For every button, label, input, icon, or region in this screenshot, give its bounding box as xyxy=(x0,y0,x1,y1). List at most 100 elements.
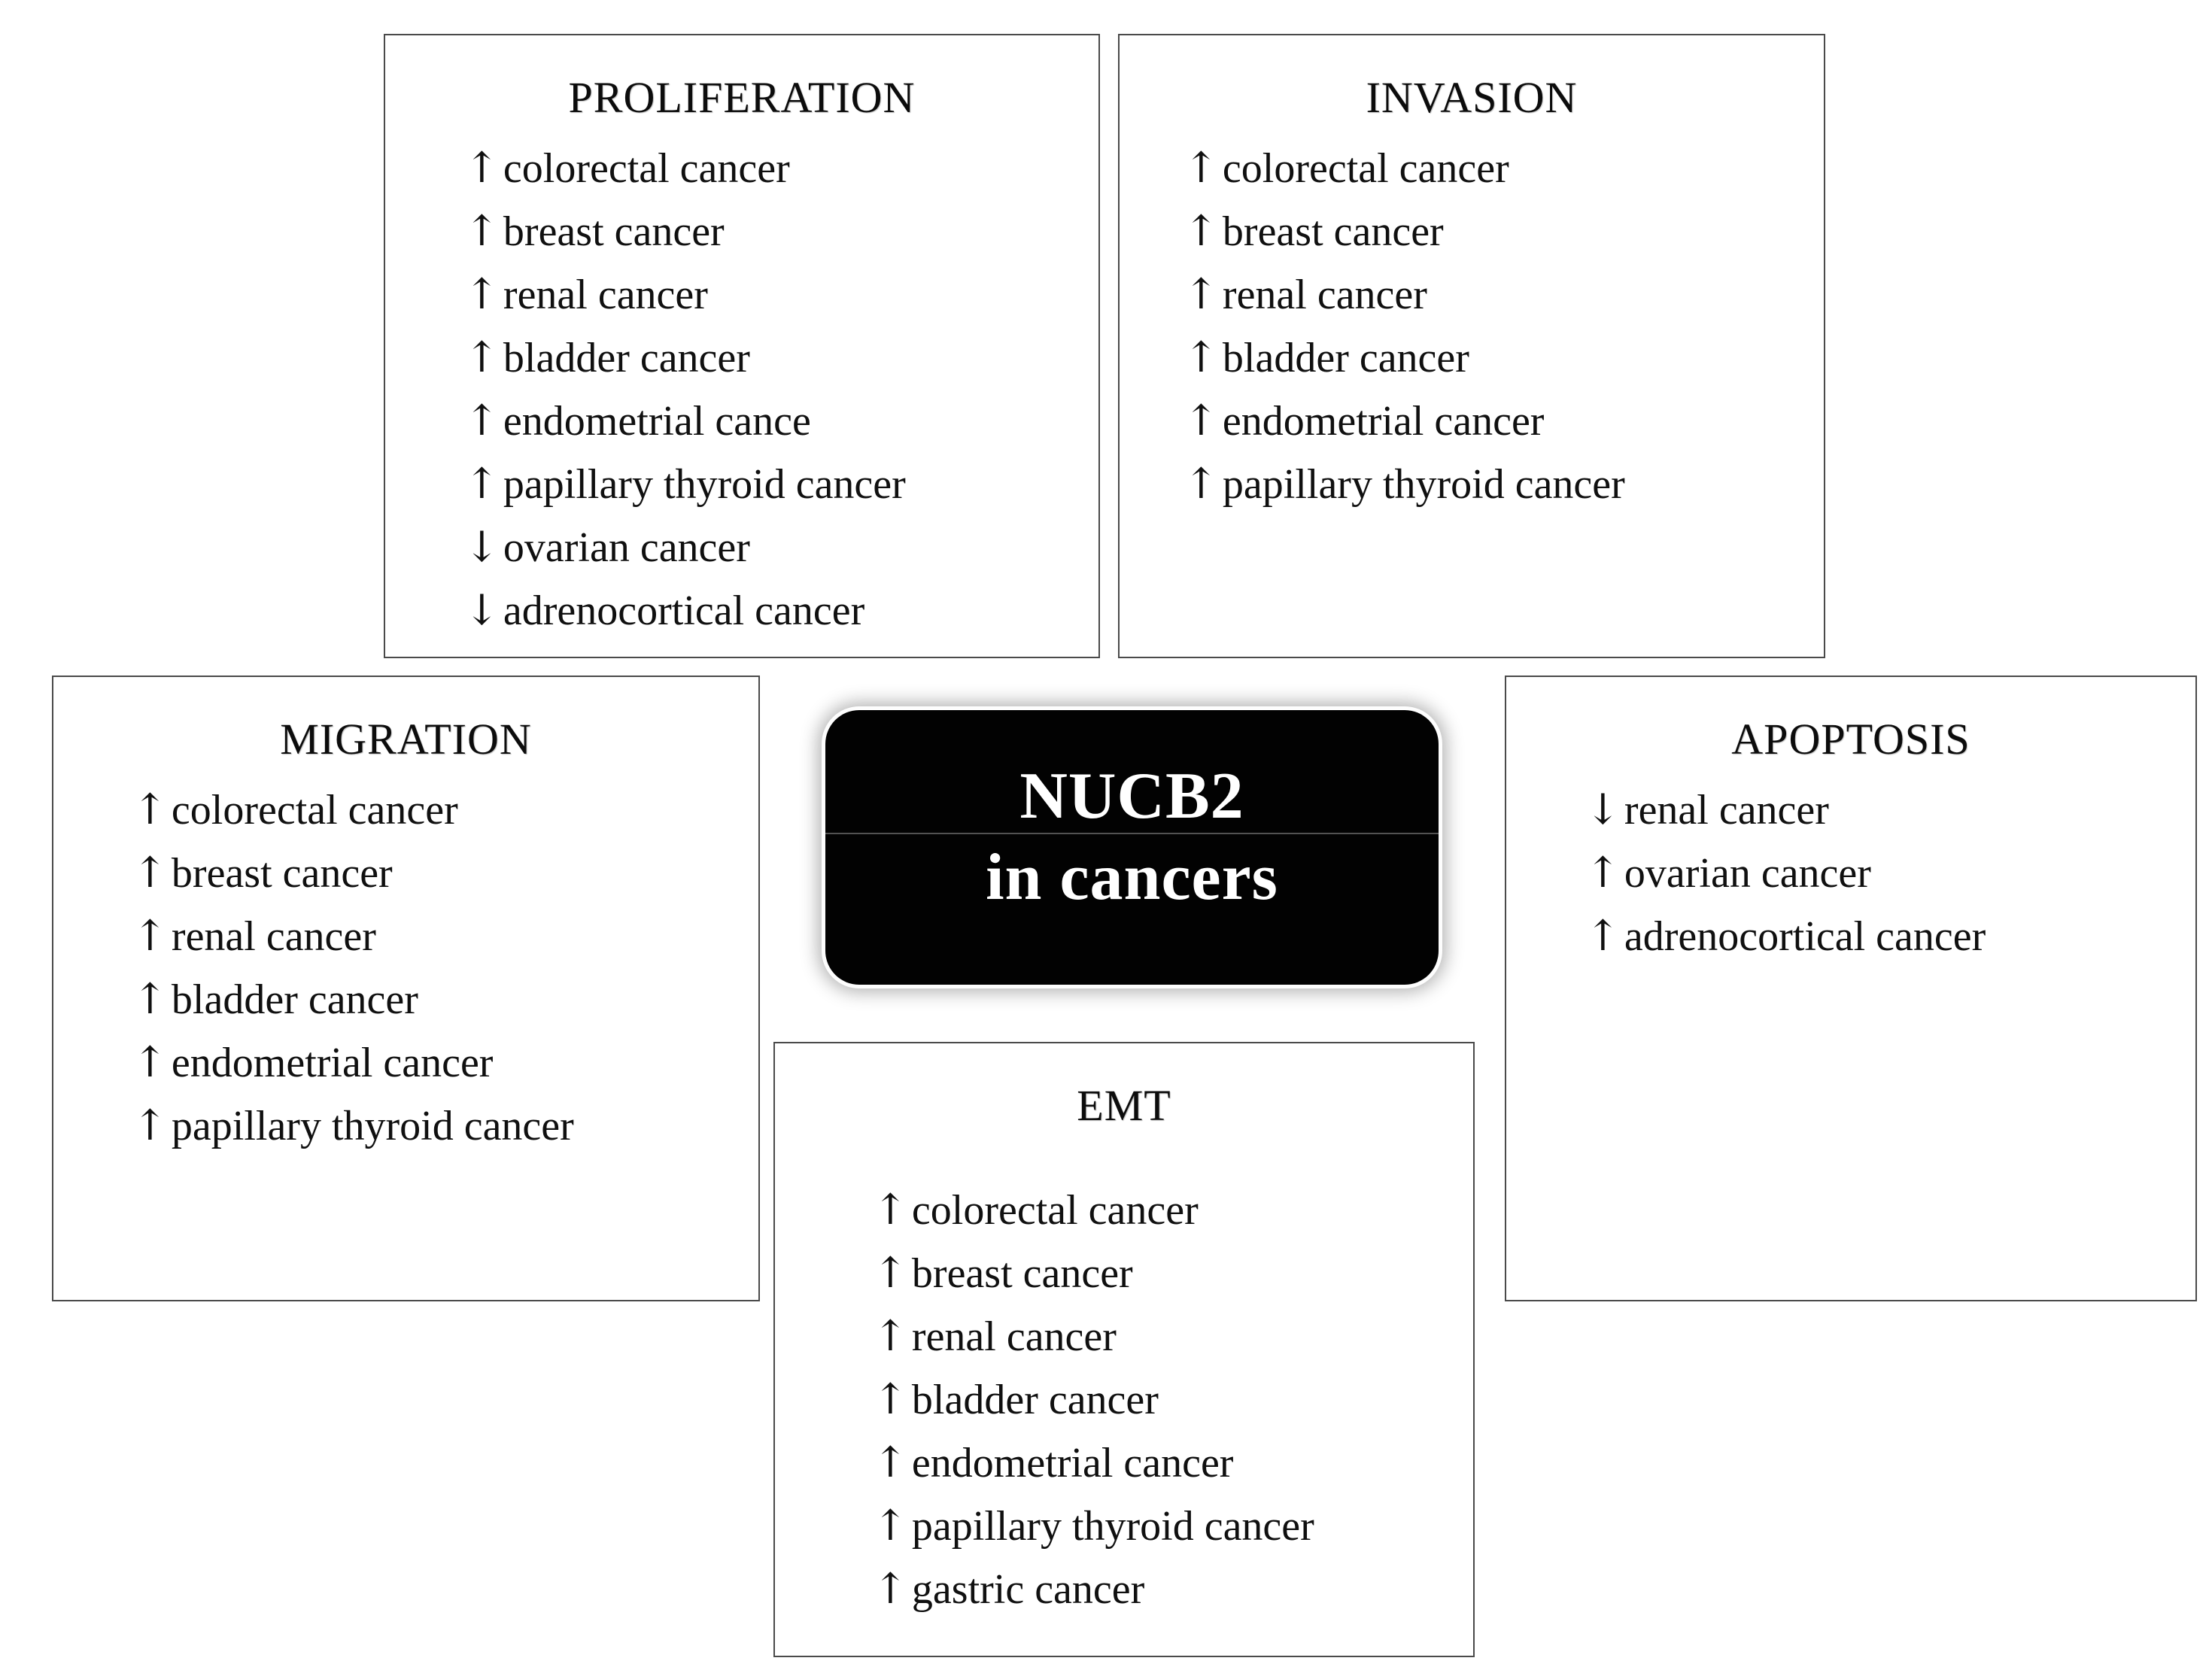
down-arrow-icon: ↓ xyxy=(464,586,500,635)
cancer-label: endometrial cancer xyxy=(911,1440,1234,1486)
cancer-item: ↓adrenocortical cancer xyxy=(464,579,1068,642)
up-arrow-icon: ↑ xyxy=(464,333,500,382)
cancer-label: colorectal cancer xyxy=(911,1187,1199,1234)
cancer-label: adrenocortical cancer xyxy=(1624,913,1986,960)
panel-migration: MIGRATION ↑colorectal cancer↑breast canc… xyxy=(52,676,760,1301)
cancer-label: bladder cancer xyxy=(911,1377,1159,1423)
cancer-item: ↑colorectal cancer xyxy=(1183,137,1794,200)
up-arrow-icon: ↑ xyxy=(464,207,500,256)
cancer-list-apoptosis: ↓renal cancer↑ovarian cancer↑adrenocorti… xyxy=(1506,779,2195,968)
panel-proliferation-title: PROLIFERATION xyxy=(568,73,916,122)
up-arrow-icon: ↑ xyxy=(873,1565,908,1614)
up-arrow-icon: ↑ xyxy=(873,1312,908,1361)
cancer-label: breast cancer xyxy=(503,208,725,255)
cancer-item: ↑bladder cancer xyxy=(1183,326,1794,390)
up-arrow-icon: ↑ xyxy=(132,1101,168,1150)
cancer-label: ovarian cancer xyxy=(503,524,750,571)
panel-apoptosis-title: APOPTOSIS xyxy=(1731,715,1970,764)
cancer-label: bladder cancer xyxy=(503,335,750,381)
panel-invasion: INVASION ↑colorectal cancer↑breast cance… xyxy=(1118,34,1825,658)
up-arrow-icon: ↑ xyxy=(132,785,168,834)
cancer-item: ↑colorectal cancer xyxy=(873,1179,1443,1242)
cancer-label: breast cancer xyxy=(171,850,393,897)
cancer-label: endometrial cancer xyxy=(171,1040,494,1086)
cancer-label: papillary thyroid cancer xyxy=(1222,461,1625,508)
cancer-label: bladder cancer xyxy=(1222,335,1469,381)
up-arrow-icon: ↑ xyxy=(464,270,500,319)
up-arrow-icon: ↑ xyxy=(873,1186,908,1234)
cancer-item: ↑ovarian cancer xyxy=(1585,842,2165,905)
up-arrow-icon: ↑ xyxy=(873,1249,908,1298)
cancer-item: ↑colorectal cancer xyxy=(132,779,728,842)
cancer-label: endometrial cance xyxy=(503,398,811,445)
up-arrow-icon: ↑ xyxy=(1585,849,1621,897)
cancer-item: ↓renal cancer xyxy=(1585,779,2165,842)
cancer-item: ↑gastric cancer xyxy=(873,1558,1443,1621)
panel-apoptosis: APOPTOSIS ↓renal cancer↑ovarian cancer↑a… xyxy=(1505,676,2197,1301)
cancer-item: ↑renal cancer xyxy=(464,263,1068,326)
cancer-item: ↑adrenocortical cancer xyxy=(1585,905,2165,968)
up-arrow-icon: ↑ xyxy=(464,396,500,445)
cancer-item: ↑renal cancer xyxy=(132,905,728,968)
cancer-item: ↑renal cancer xyxy=(1183,263,1794,326)
cancer-item: ↑bladder cancer xyxy=(873,1368,1443,1432)
cancer-item: ↑papillary thyroid cancer xyxy=(464,453,1068,516)
center-divider-line xyxy=(825,833,1439,835)
cancer-list-proliferation: ↑colorectal cancer↑breast cancer↑renal c… xyxy=(385,137,1098,642)
cancer-label: bladder cancer xyxy=(171,976,418,1023)
cancer-label: breast cancer xyxy=(911,1250,1133,1297)
cancer-item: ↑bladder cancer xyxy=(464,326,1068,390)
cancer-label: gastric cancer xyxy=(911,1566,1145,1613)
cancer-label: colorectal cancer xyxy=(1222,145,1509,192)
up-arrow-icon: ↑ xyxy=(873,1375,908,1424)
cancer-item: ↓ovarian cancer xyxy=(464,516,1068,579)
cancer-label: endometrial cancer xyxy=(1222,398,1545,445)
cancer-item: ↑colorectal cancer xyxy=(464,137,1068,200)
up-arrow-icon: ↑ xyxy=(464,460,500,509)
up-arrow-icon: ↑ xyxy=(873,1438,908,1487)
cancer-item: ↑endometrial cance xyxy=(464,390,1068,453)
cancer-item: ↑breast cancer xyxy=(1183,200,1794,263)
up-arrow-icon: ↑ xyxy=(132,912,168,961)
up-arrow-icon: ↑ xyxy=(873,1501,908,1550)
down-arrow-icon: ↓ xyxy=(464,523,500,572)
cancer-label: papillary thyroid cancer xyxy=(503,461,906,508)
up-arrow-icon: ↑ xyxy=(1183,270,1219,319)
cancer-label: renal cancer xyxy=(1624,787,1829,833)
panel-emt-title: EMT xyxy=(1077,1081,1171,1130)
center-box-upper: NUCB2 xyxy=(825,710,1439,833)
cancer-item: ↑renal cancer xyxy=(873,1305,1443,1368)
cancer-label: ovarian cancer xyxy=(1624,850,1871,897)
up-arrow-icon: ↑ xyxy=(1585,912,1621,961)
nucb2-center-box: NUCB2 in cancers xyxy=(825,710,1439,985)
cancer-item: ↑endometrial cancer xyxy=(873,1432,1443,1495)
cancer-label: papillary thyroid cancer xyxy=(911,1503,1314,1550)
cancer-item: ↑endometrial cancer xyxy=(1183,390,1794,453)
up-arrow-icon: ↑ xyxy=(1183,396,1219,445)
cancer-label: colorectal cancer xyxy=(503,145,790,192)
up-arrow-icon: ↑ xyxy=(1183,144,1219,193)
cancer-item: ↑endometrial cancer xyxy=(132,1031,728,1095)
cancer-label: renal cancer xyxy=(171,913,376,960)
up-arrow-icon: ↑ xyxy=(132,1038,168,1087)
cancer-label: renal cancer xyxy=(911,1313,1117,1360)
panel-invasion-title: INVASION xyxy=(1366,73,1578,122)
down-arrow-icon: ↓ xyxy=(1585,785,1621,834)
up-arrow-icon: ↑ xyxy=(132,849,168,897)
cancer-list-invasion: ↑colorectal cancer↑breast cancer↑renal c… xyxy=(1120,137,1824,516)
cancer-item: ↑papillary thyroid cancer xyxy=(132,1095,728,1158)
panel-proliferation: PROLIFERATION ↑colorectal cancer↑breast … xyxy=(384,34,1100,658)
center-box-lower: in cancers xyxy=(825,834,1439,985)
cancer-item: ↑papillary thyroid cancer xyxy=(1183,453,1794,516)
center-title-line1: NUCB2 xyxy=(1019,759,1244,833)
cancer-list-emt: ↑colorectal cancer↑breast cancer↑renal c… xyxy=(775,1179,1473,1621)
cancer-label: renal cancer xyxy=(503,272,708,318)
cancer-list-migration: ↑colorectal cancer↑breast cancer↑renal c… xyxy=(53,779,758,1158)
up-arrow-icon: ↑ xyxy=(1183,207,1219,256)
center-title-line2: in cancers xyxy=(986,841,1278,915)
cancer-item: ↑bladder cancer xyxy=(132,968,728,1031)
cancer-item: ↑breast cancer xyxy=(873,1242,1443,1305)
up-arrow-icon: ↑ xyxy=(132,975,168,1024)
up-arrow-icon: ↑ xyxy=(1183,460,1219,509)
